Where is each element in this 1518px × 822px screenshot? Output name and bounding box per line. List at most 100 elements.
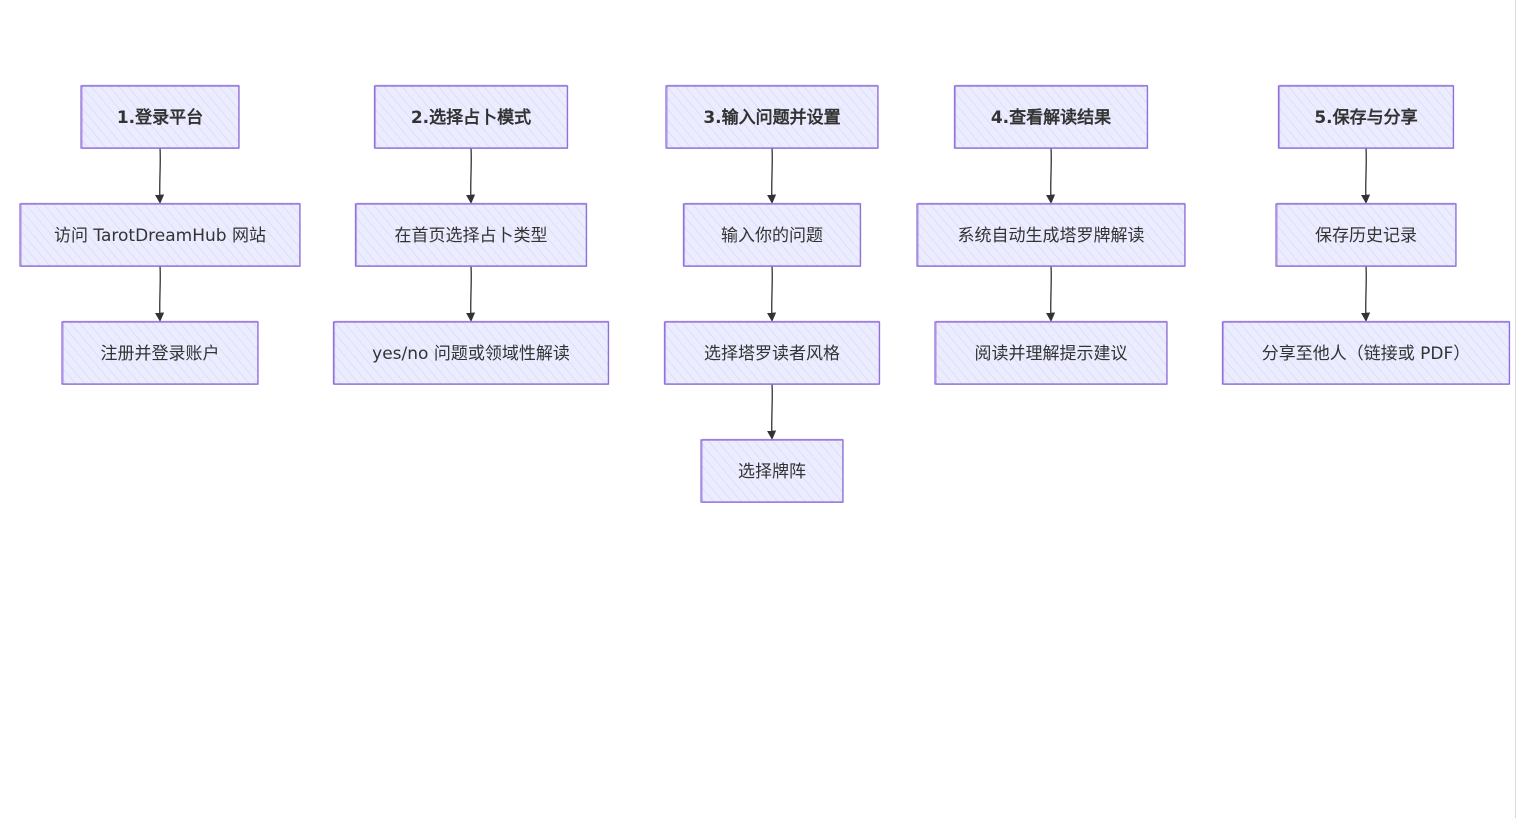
- column-3-step-2-node: 选择塔罗读者风格: [663, 320, 881, 385]
- column-4-step-2-node: 阅读并理解提示建议: [934, 320, 1168, 385]
- column-4-step-2-node-label: 阅读并理解提示建议: [975, 344, 1128, 364]
- column-1-step-1-node: 访问 TarotDreamHub 网站: [19, 202, 301, 267]
- column-3-step-1-node-border-sketch: [684, 202, 861, 267]
- page-right-border: [1515, 0, 1516, 818]
- column-3-step-1-node-label: 输入你的问题: [721, 226, 823, 246]
- column-1-header-node-label: 1.登录平台: [117, 107, 203, 128]
- column-4-step-1-node-label: 系统自动生成塔罗牌解读: [958, 226, 1145, 246]
- column-4-header-node-hatch: [954, 86, 1148, 148]
- column-5-header-node-border-sketch: [1279, 84, 1454, 149]
- column-3-header-node-border-sketch: [666, 84, 878, 149]
- column-2-step-1-node-border: [354, 203, 588, 267]
- column-2-edge-1-line: [466, 147, 476, 204]
- column-1-header-node-hatch: [81, 86, 239, 148]
- column-1-header-node-border: [80, 85, 240, 149]
- column-3-step-3-node-border-sketch: [701, 438, 843, 503]
- column-4-step-1-node-border: [916, 203, 1186, 267]
- column-4-step-2-node-hatch: [935, 322, 1167, 384]
- column-5-edge-2-line: [1361, 265, 1371, 322]
- column-2-step-1-node-hatch: [355, 204, 587, 266]
- column-3-edge-2: [767, 265, 777, 322]
- column-4-header-node-border-sketch: [955, 84, 1148, 149]
- column-3-step-3-node-hatch: [701, 440, 843, 502]
- column-4-header-node-label: 4.查看解读结果: [991, 107, 1111, 128]
- column-2-step-2-node-border: [332, 321, 610, 385]
- column-3-step-1-node-border: [682, 203, 862, 267]
- column-2-step-1-node-border-sketch: [356, 202, 587, 267]
- column-3-step-3-node-border: [700, 439, 844, 503]
- column-2-step-1-node: 在首页选择占卜类型: [354, 202, 588, 267]
- column-5-edge-1-line: [1361, 147, 1371, 204]
- column-5-edge-2: [1361, 265, 1371, 322]
- column-5-step-2-node-border: [1221, 321, 1511, 385]
- column-1-step-1-node-border: [19, 203, 301, 267]
- column-2-header-node-border: [373, 85, 569, 149]
- column-5-step-1-node-border-sketch: [1276, 202, 1456, 267]
- column-2-step-2-node-hatch: [333, 322, 609, 384]
- column-4-step-2-node-border: [934, 321, 1168, 385]
- column-2-edge-1: [466, 147, 476, 204]
- column-2-step-2-node-border-sketch: [334, 320, 609, 385]
- column-5-step-2-node-hatch: [1222, 322, 1510, 384]
- column-3-edge-2-line: [767, 265, 777, 322]
- column-2-header-node-label: 2.选择占卜模式: [411, 107, 531, 128]
- column-5-header-node-border: [1277, 85, 1455, 149]
- column-2-header-node-hatch: [374, 86, 568, 148]
- column-1-step-2-node-label: 注册并登录账户: [101, 344, 220, 364]
- column-3-edge-1-line: [767, 147, 777, 204]
- column-2-step-2-node: yes/no 问题或领域性解读: [332, 320, 610, 385]
- column-4-step-1-node: 系统自动生成塔罗牌解读: [916, 202, 1186, 267]
- column-2-edge-2: [466, 265, 476, 322]
- column-2-edge-2-line: [466, 265, 476, 322]
- column-3-header-node-hatch: [666, 86, 878, 148]
- column-5-header-node: 5.保存与分享: [1277, 84, 1455, 149]
- column-2-step-2-node-label: yes/no 问题或领域性解读: [372, 344, 570, 364]
- column-3-step-2-node-border-sketch: [665, 320, 880, 385]
- column-1-edge-2: [155, 265, 165, 322]
- column-3-step-1-node-hatch: [683, 204, 861, 266]
- column-5-step-2-node-border-sketch: [1223, 320, 1510, 385]
- column-3-header-node-border: [665, 85, 879, 149]
- column-3-step-3-node-label: 选择牌阵: [738, 462, 806, 482]
- column-3-step-2-node-hatch: [664, 322, 880, 384]
- column-4-step-1-node-hatch: [917, 204, 1185, 266]
- column-5-step-1-node-border: [1275, 203, 1457, 267]
- column-5-step-2-node-label: 分享至他人（链接或 PDF）: [1262, 344, 1471, 364]
- column-4-header-node-border: [953, 85, 1149, 149]
- edges-layer: [155, 147, 1371, 440]
- column-4-header-node: 4.查看解读结果: [953, 84, 1149, 149]
- column-5-edge-1: [1361, 147, 1371, 204]
- column-1-edge-2-line: [155, 265, 165, 322]
- column-5-header-node-hatch: [1278, 86, 1454, 148]
- column-3-edge-3-line: [767, 383, 777, 440]
- column-5-step-1-node-hatch: [1276, 204, 1456, 266]
- column-1-header-node: 1.登录平台: [80, 84, 240, 149]
- column-4-edge-1: [1046, 147, 1056, 204]
- column-4-edge-1-line: [1046, 147, 1056, 204]
- column-4-edge-2: [1046, 265, 1056, 322]
- column-1-step-2-node: 注册并登录账户: [61, 320, 259, 385]
- column-1-step-2-node-hatch: [62, 322, 258, 384]
- column-1-edge-1: [155, 147, 165, 204]
- column-3-header-node-label: 3.输入问题并设置: [703, 107, 840, 128]
- column-3-step-2-node-border: [663, 321, 881, 385]
- column-2-header-node: 2.选择占卜模式: [373, 84, 569, 149]
- column-2-header-node-border-sketch: [375, 84, 568, 149]
- column-3-step-3-node: 选择牌阵: [700, 438, 844, 503]
- column-4-edge-2-line: [1046, 265, 1056, 322]
- column-3-step-1-node: 输入你的问题: [682, 202, 862, 267]
- column-2-step-1-node-label: 在首页选择占卜类型: [395, 226, 548, 246]
- column-1-step-2-node-border: [61, 321, 259, 385]
- column-5-header-node-label: 5.保存与分享: [1314, 107, 1417, 128]
- column-5-step-2-node: 分享至他人（链接或 PDF）: [1221, 320, 1511, 385]
- column-3-header-node: 3.输入问题并设置: [665, 84, 879, 149]
- column-3-step-2-node-label: 选择塔罗读者风格: [704, 344, 840, 364]
- column-5-step-1-node-label: 保存历史记录: [1315, 226, 1417, 246]
- column-1-step-1-node-hatch: [20, 204, 300, 266]
- column-3-edge-1: [767, 147, 777, 204]
- column-4-step-2-node-border-sketch: [935, 320, 1167, 385]
- column-1-step-1-node-label: 访问 TarotDreamHub 网站: [54, 226, 266, 246]
